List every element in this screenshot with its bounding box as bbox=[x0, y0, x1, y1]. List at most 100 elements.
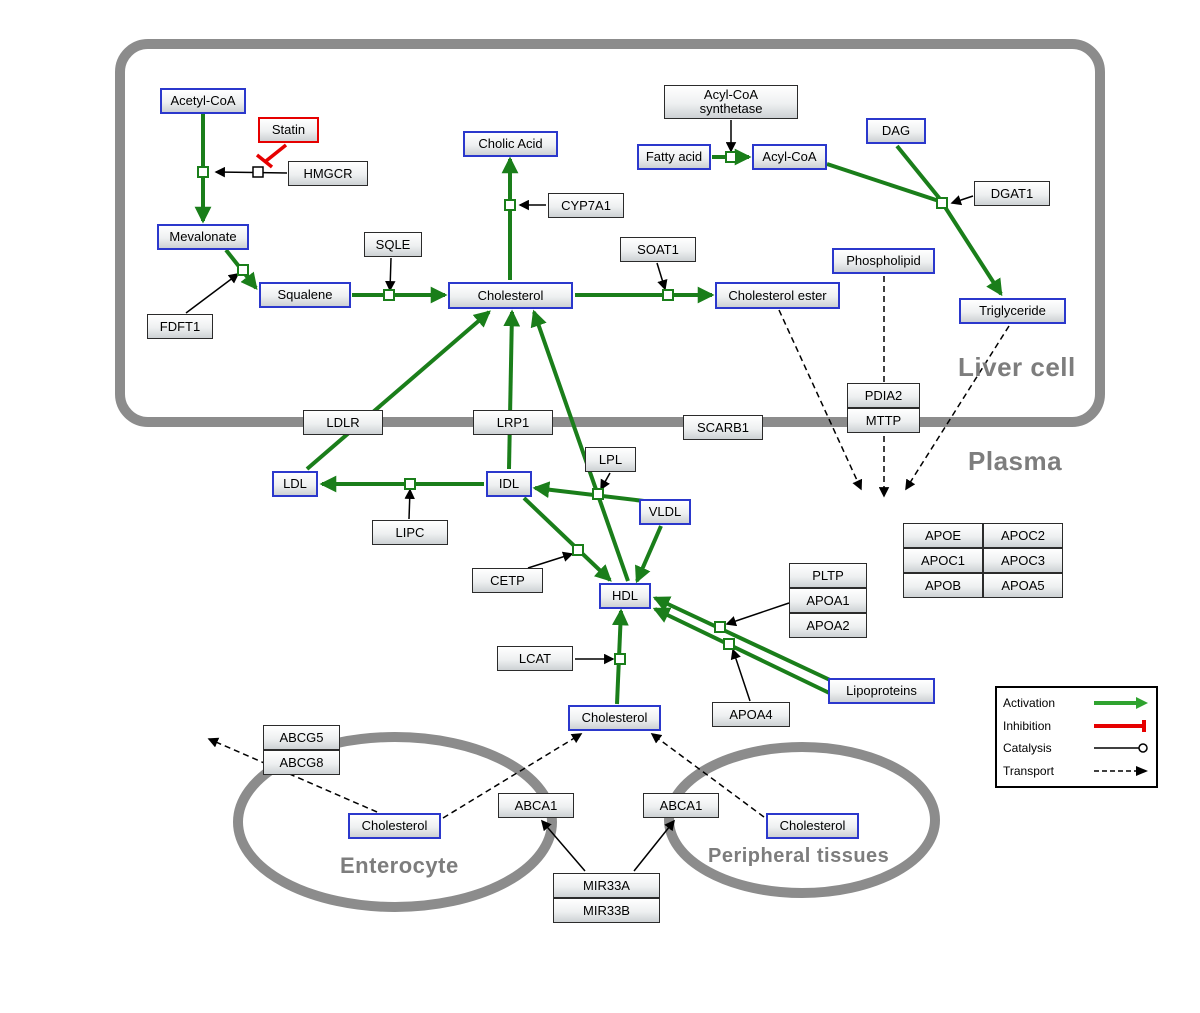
node-lpl[interactable]: LPL bbox=[585, 447, 636, 472]
node-mttp[interactable]: MTTP bbox=[847, 408, 920, 433]
process-square bbox=[504, 199, 516, 211]
node-label: Statin bbox=[271, 122, 306, 138]
node-dgat1[interactable]: DGAT1 bbox=[974, 181, 1050, 206]
edge-idl-lrp1-cholesterol bbox=[503, 309, 521, 470]
node-pdia2[interactable]: PDIA2 bbox=[847, 383, 920, 408]
node-label: APOC3 bbox=[1000, 552, 1046, 568]
node-label: MIR33A bbox=[583, 877, 630, 893]
node-cholesterol-enterocyte[interactable]: Cholesterol bbox=[348, 813, 441, 839]
activation-edges bbox=[194, 114, 1003, 705]
node-acetyl-coa[interactable]: Acetyl-CoA bbox=[160, 88, 246, 114]
legend-row-transport: Transport bbox=[1003, 764, 1150, 778]
node-fatty-acid[interactable]: Fatty acid bbox=[637, 144, 711, 170]
node-phospholipid[interactable]: Phospholipid bbox=[832, 248, 935, 274]
edge-vldl-idl bbox=[532, 481, 645, 503]
node-label: HDL bbox=[611, 588, 638, 604]
node-cholesterol-ester[interactable]: Cholesterol ester bbox=[715, 282, 840, 309]
transport-peripheral-to-plasma bbox=[650, 733, 765, 818]
node-hdl[interactable]: HDL bbox=[599, 583, 651, 609]
edge-lipoproteins-hdl-2 bbox=[652, 607, 847, 703]
node-apob[interactable]: APOB bbox=[903, 573, 983, 598]
process-square bbox=[725, 151, 737, 163]
node-lcat[interactable]: LCAT bbox=[497, 646, 573, 671]
process-squares bbox=[197, 151, 948, 665]
node-triglyceride[interactable]: Triglyceride bbox=[959, 298, 1066, 324]
node-label: Lipoproteins bbox=[846, 683, 917, 699]
node-apoc3[interactable]: APOC3 bbox=[983, 548, 1063, 573]
node-cholesterol-peripheral[interactable]: Cholesterol bbox=[766, 813, 859, 839]
node-abca1-peripheral[interactable]: ABCA1 bbox=[643, 793, 719, 818]
node-label: Mevalonate bbox=[169, 229, 237, 245]
node-cetp[interactable]: CETP bbox=[472, 568, 543, 593]
node-cholesterol-liver[interactable]: Cholesterol bbox=[448, 282, 573, 309]
process-square bbox=[662, 289, 674, 301]
process-square bbox=[936, 197, 948, 209]
node-label: DAG bbox=[881, 123, 911, 139]
process-square bbox=[404, 478, 416, 490]
node-apoa2[interactable]: APOA2 bbox=[789, 613, 867, 638]
node-cyp7a1[interactable]: CYP7A1 bbox=[548, 193, 624, 218]
node-vldl[interactable]: VLDL bbox=[639, 499, 691, 525]
edge-junction-triglyceride bbox=[943, 205, 1003, 297]
catalysis-sqle bbox=[385, 257, 396, 292]
node-label: APOB bbox=[924, 577, 962, 593]
node-pltp[interactable]: PLTP bbox=[789, 563, 867, 588]
node-lrp1[interactable]: LRP1 bbox=[473, 410, 553, 435]
node-apoc2[interactable]: APOC2 bbox=[983, 523, 1063, 548]
node-apoc1[interactable]: APOC1 bbox=[903, 548, 983, 573]
transport-dashed-arrow-icon bbox=[1094, 765, 1148, 776]
process-square bbox=[592, 488, 604, 500]
legend-row-catalysis: Catalysis bbox=[1003, 741, 1150, 755]
node-lipc[interactable]: LIPC bbox=[372, 520, 448, 545]
node-apoa4[interactable]: APOA4 bbox=[712, 702, 790, 727]
node-label: Cholesterol bbox=[581, 710, 648, 726]
node-mir33b[interactable]: MIR33B bbox=[553, 898, 660, 923]
node-label: APOA4 bbox=[729, 706, 773, 722]
node-label: MTTP bbox=[865, 412, 902, 428]
edge-acylcoa-junction bbox=[826, 162, 940, 203]
node-idl[interactable]: IDL bbox=[486, 471, 532, 497]
node-acyl-coa[interactable]: Acyl-CoA bbox=[752, 144, 827, 170]
edge-ldl-ldlr-cholesterol bbox=[305, 310, 491, 471]
node-sqle[interactable]: SQLE bbox=[364, 232, 422, 257]
node-label: HMGCR bbox=[303, 165, 353, 181]
process-square bbox=[383, 289, 395, 301]
node-label: APOA5 bbox=[1001, 577, 1045, 593]
node-statin[interactable]: Statin bbox=[258, 117, 319, 143]
node-mir33a[interactable]: MIR33A bbox=[553, 873, 660, 898]
process-square bbox=[714, 621, 726, 633]
node-scarb1[interactable]: SCARB1 bbox=[683, 415, 763, 440]
node-label: SQLE bbox=[375, 236, 411, 252]
node-label: LPL bbox=[598, 451, 623, 467]
node-cholesterol-plasma[interactable]: Cholesterol bbox=[568, 705, 661, 731]
process-square bbox=[614, 653, 626, 665]
node-ldlr[interactable]: LDLR bbox=[303, 410, 383, 435]
liver-cell-membrane bbox=[115, 39, 1105, 427]
catalysis-hmgcr bbox=[214, 166, 288, 178]
node-acyl-coa-synthetase[interactable]: Acyl-CoA synthetase bbox=[664, 85, 798, 119]
node-label: DGAT1 bbox=[990, 185, 1034, 201]
node-abcg8[interactable]: ABCG8 bbox=[263, 750, 340, 775]
node-label: APOA1 bbox=[806, 592, 850, 608]
node-cholic-acid[interactable]: Cholic Acid bbox=[463, 131, 558, 157]
node-soat1[interactable]: SOAT1 bbox=[620, 237, 696, 262]
node-lipoproteins[interactable]: Lipoproteins bbox=[828, 678, 935, 704]
node-label: MIR33B bbox=[583, 902, 630, 918]
node-apoa1[interactable]: APOA1 bbox=[789, 588, 867, 613]
node-label: Acyl-CoA bbox=[762, 149, 817, 165]
node-apoe[interactable]: APOE bbox=[903, 523, 983, 548]
node-dag[interactable]: DAG bbox=[866, 118, 926, 144]
node-fdft1[interactable]: FDFT1 bbox=[147, 314, 213, 339]
node-mevalonate[interactable]: Mevalonate bbox=[157, 224, 249, 250]
node-apoa5[interactable]: APOA5 bbox=[983, 573, 1063, 598]
arrow-mir33-abca1-left bbox=[540, 819, 586, 872]
node-squalene[interactable]: Squalene bbox=[259, 282, 351, 308]
node-abca1-enterocyte[interactable]: ABCA1 bbox=[498, 793, 574, 818]
edge-lipoproteins-hdl-1 bbox=[652, 596, 831, 682]
node-ldl[interactable]: LDL bbox=[272, 471, 318, 497]
node-hmgcr[interactable]: HMGCR bbox=[288, 161, 368, 186]
compartments bbox=[115, 39, 1105, 912]
node-label: APOA2 bbox=[806, 617, 850, 633]
node-abcg5[interactable]: ABCG5 bbox=[263, 725, 340, 750]
node-label: PLTP bbox=[812, 567, 844, 583]
